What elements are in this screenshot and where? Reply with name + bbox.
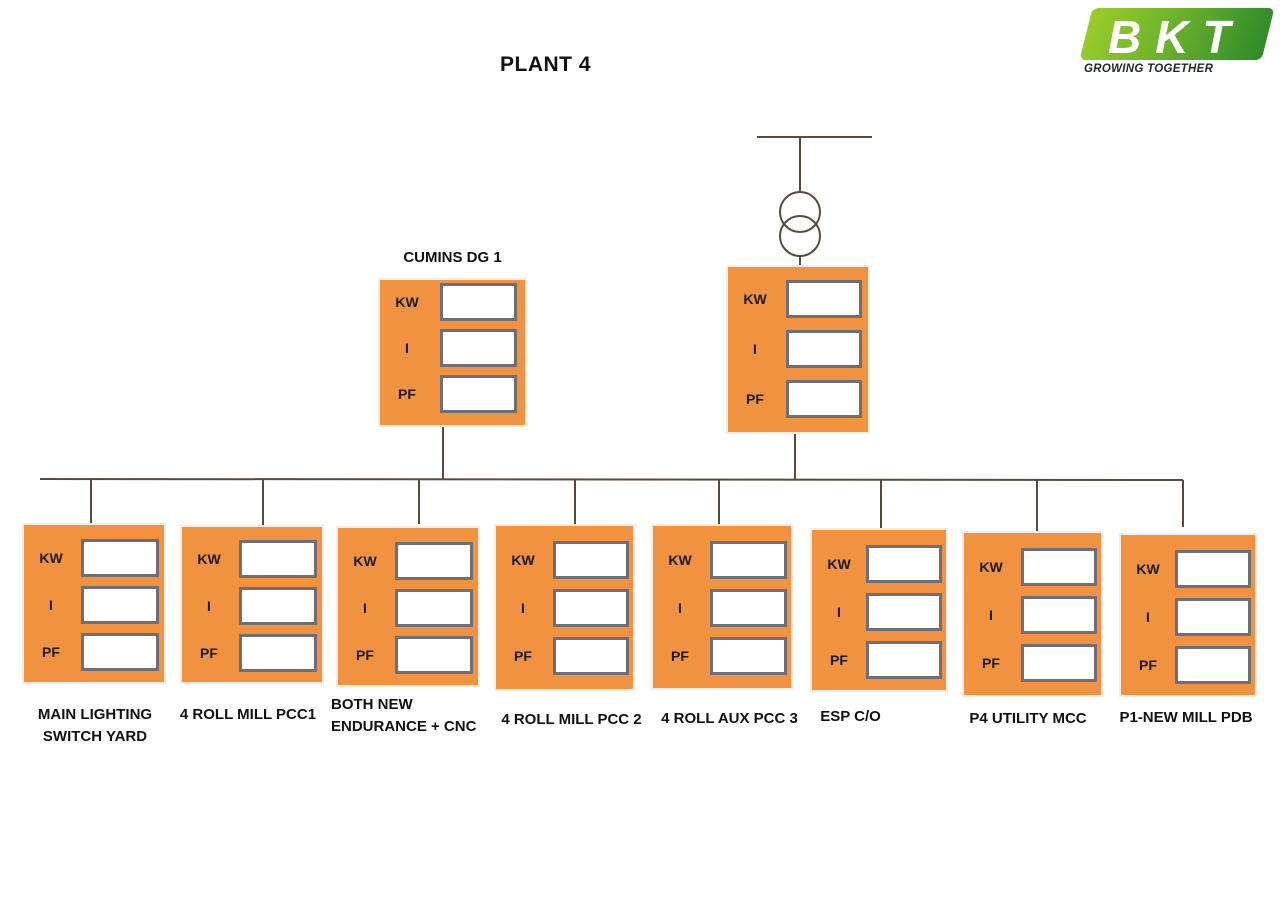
current-label: I bbox=[405, 340, 409, 356]
current-label: I bbox=[989, 607, 993, 623]
kw-label: KW bbox=[743, 291, 767, 307]
kw-label: KW bbox=[197, 551, 221, 567]
pf-readout bbox=[81, 633, 159, 671]
kw-label: KW bbox=[511, 552, 535, 568]
current-readout bbox=[1175, 598, 1251, 636]
kw-readout bbox=[710, 541, 787, 579]
dg-meter-panel: KW I PF bbox=[380, 280, 525, 425]
feeder-panel-4-roll-mill-pcc1: KW I PF bbox=[182, 527, 322, 682]
pf-readout bbox=[710, 637, 787, 675]
kw-readout bbox=[866, 545, 942, 583]
current-readout bbox=[1021, 596, 1097, 634]
kw-label: KW bbox=[39, 550, 63, 566]
kw-readout bbox=[395, 542, 473, 580]
pf-label: PF bbox=[746, 391, 764, 407]
pf-readout bbox=[866, 641, 942, 679]
feeder-label: P1-NEW MILL PDB bbox=[1119, 709, 1253, 726]
current-readout bbox=[81, 586, 159, 624]
pf-label: PF bbox=[982, 655, 1000, 671]
logo-tagline: GROWING TOGETHER bbox=[1084, 63, 1214, 75]
current-readout bbox=[710, 589, 787, 627]
current-readout bbox=[786, 330, 862, 368]
pf-label: PF bbox=[671, 648, 689, 664]
feeder-label: P4 UTILITY MCC bbox=[969, 710, 1087, 727]
pf-readout bbox=[786, 380, 862, 418]
current-label: I bbox=[753, 341, 757, 357]
pf-readout bbox=[440, 375, 517, 413]
kw-readout bbox=[440, 283, 517, 321]
feeder-panel-4-roll-mill-pcc2: KW I PF bbox=[496, 526, 633, 689]
feeder-label: 4 ROLL MILL PCC1 bbox=[179, 706, 317, 723]
transformer-meter-panel: KW I PF bbox=[728, 267, 868, 432]
current-label: I bbox=[1146, 609, 1150, 625]
transformer-icon bbox=[779, 191, 821, 233]
page-title: PLANT 4 bbox=[500, 53, 592, 76]
pf-label: PF bbox=[42, 644, 60, 660]
current-readout bbox=[866, 593, 942, 631]
current-readout bbox=[440, 329, 517, 367]
pf-label: PF bbox=[356, 647, 374, 663]
feeder-label: 4 ROLL AUX PCC 3 bbox=[661, 710, 798, 727]
pf-label: PF bbox=[398, 386, 416, 402]
feeder-label: BOTH NEW ENDURANCE + CNC bbox=[331, 696, 477, 735]
feeder-panel-esp-co: KW I PF bbox=[812, 530, 946, 690]
dg-source-label: CUMINS DG 1 bbox=[403, 249, 502, 266]
feeder-panel-p4-utility-mcc: KW I PF bbox=[964, 533, 1101, 695]
feeder-panel-main-lighting: KW I PF bbox=[24, 525, 164, 682]
pf-label: PF bbox=[1139, 657, 1157, 673]
current-label: I bbox=[678, 600, 682, 616]
kw-readout bbox=[1175, 550, 1251, 588]
kw-readout bbox=[786, 280, 862, 318]
kw-readout bbox=[1021, 548, 1097, 586]
pf-readout bbox=[239, 634, 317, 672]
transformer-icon-secondary bbox=[779, 215, 821, 257]
current-label: I bbox=[521, 600, 525, 616]
current-readout bbox=[553, 589, 629, 627]
pf-readout bbox=[1021, 644, 1097, 682]
current-label: I bbox=[207, 598, 211, 614]
kw-label: KW bbox=[668, 552, 692, 568]
bkt-logo: BKT GROWING TOGETHER bbox=[1079, 6, 1275, 76]
pf-label: PF bbox=[200, 645, 218, 661]
feeder-panel-p1-new-mill-pdb: KW I PF bbox=[1121, 535, 1255, 695]
kw-label: KW bbox=[1136, 561, 1160, 577]
kw-label: KW bbox=[827, 556, 851, 572]
feeder-panel-4-roll-aux-pcc3: KW I PF bbox=[653, 526, 791, 688]
pf-readout bbox=[395, 636, 473, 674]
feeder-label: 4 ROLL MILL PCC 2 bbox=[501, 711, 642, 728]
pf-label: PF bbox=[830, 652, 848, 668]
kw-label: KW bbox=[395, 294, 419, 310]
kw-label: KW bbox=[979, 559, 1003, 575]
current-label: I bbox=[837, 604, 841, 620]
pf-readout bbox=[553, 637, 629, 675]
current-label: I bbox=[49, 597, 53, 613]
kw-label: KW bbox=[353, 553, 377, 569]
feeder-label: MAIN LIGHTING SWITCH YARD bbox=[37, 706, 153, 745]
current-readout bbox=[239, 587, 317, 625]
kw-readout bbox=[81, 539, 159, 577]
current-readout bbox=[395, 589, 473, 627]
pf-readout bbox=[1175, 646, 1251, 684]
kw-readout bbox=[239, 540, 317, 578]
main-busbar bbox=[39, 478, 1184, 481]
feeder-label: ESP C/O bbox=[820, 708, 881, 725]
current-label: I bbox=[363, 600, 367, 616]
kw-readout bbox=[553, 541, 629, 579]
feeder-panel-both-new-endurance: KW I PF bbox=[338, 528, 478, 685]
pf-label: PF bbox=[514, 648, 532, 664]
